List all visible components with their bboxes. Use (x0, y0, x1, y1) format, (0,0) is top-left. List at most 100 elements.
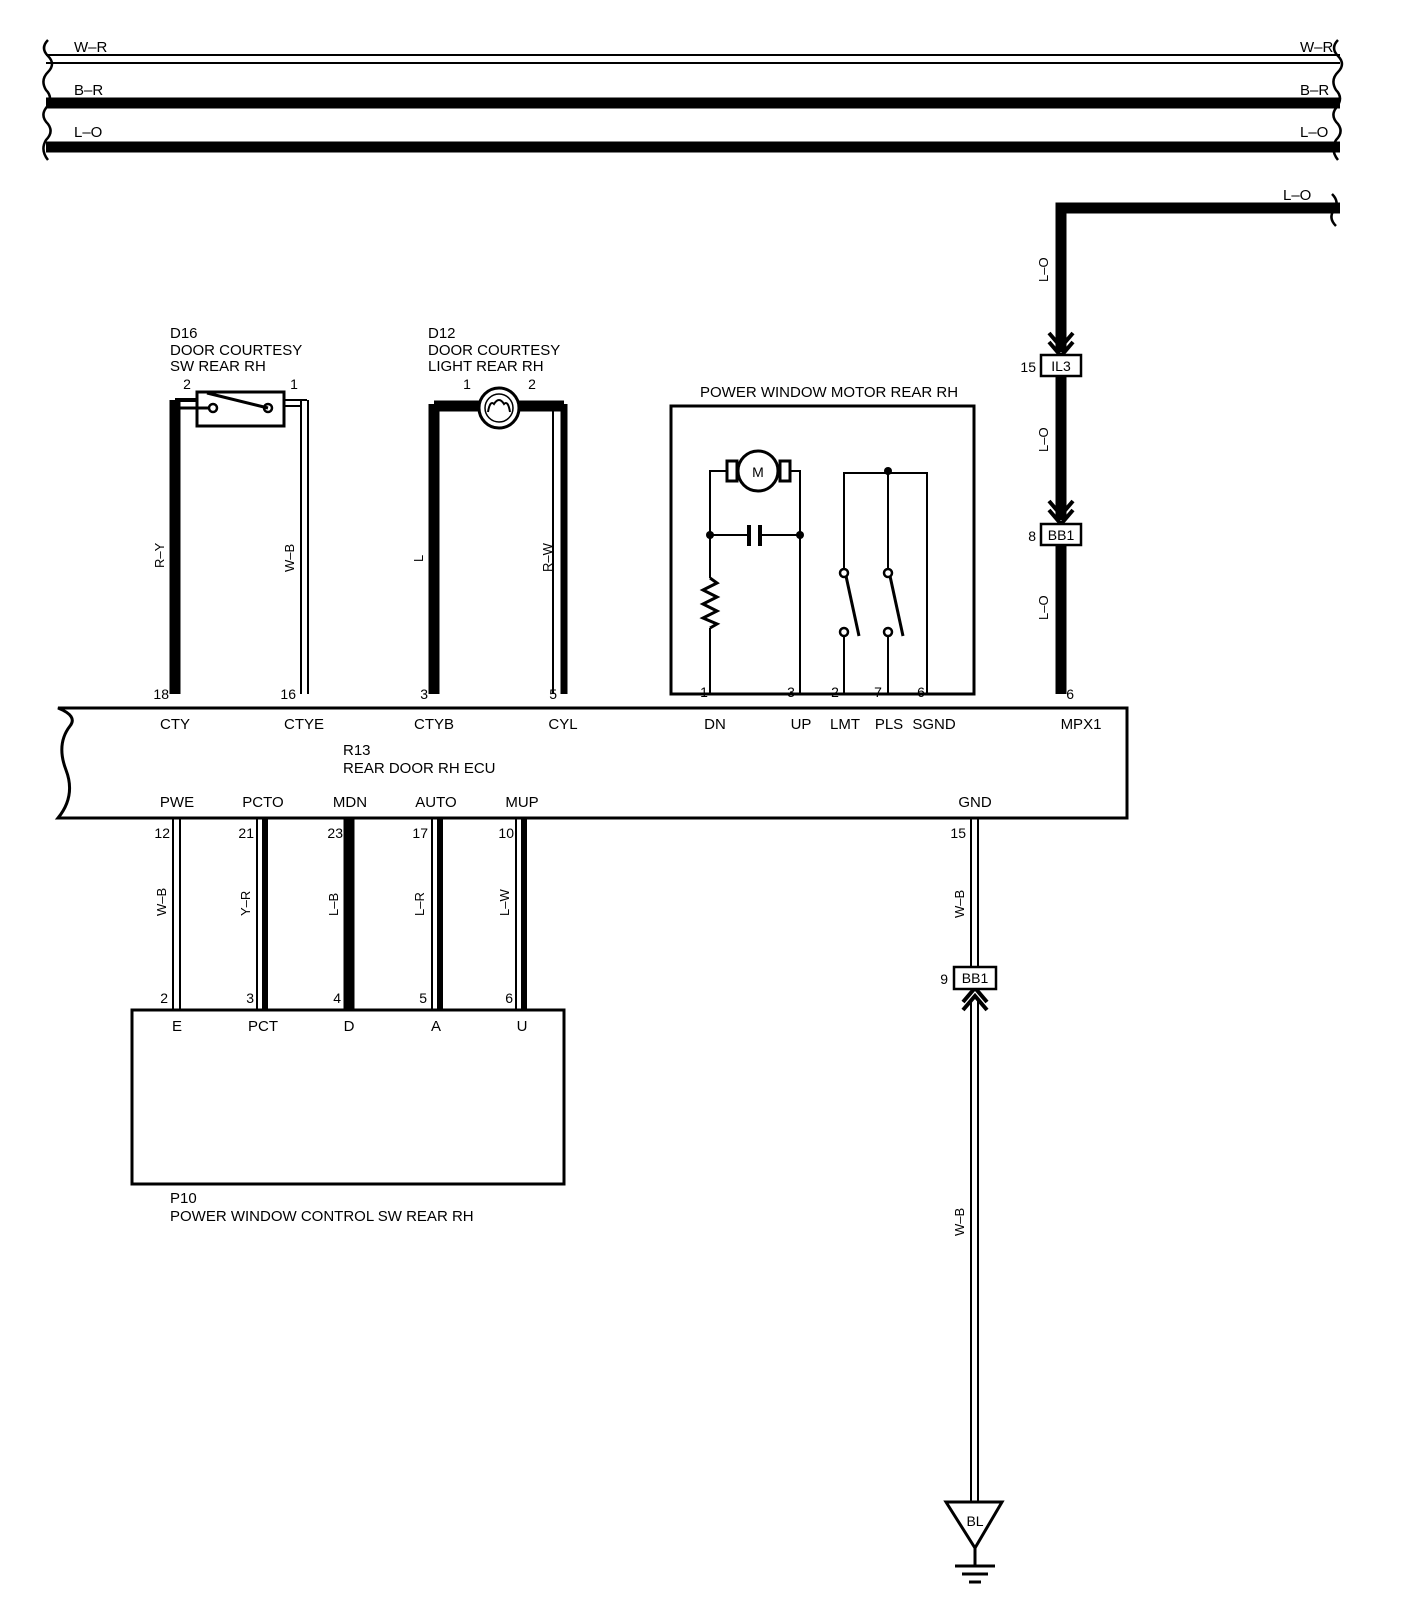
ecu-terminal: UP (791, 716, 812, 733)
wire-color-label: R–Y (152, 542, 167, 568)
ecu-terminal: MPX1 (1061, 716, 1102, 733)
ecu-pin: 3 (420, 686, 428, 702)
ecu-pin: 6 (1066, 686, 1074, 702)
ecu-box (54, 706, 1129, 820)
connector-il3-pin: 15 (1020, 359, 1036, 375)
ecu-pin: 5 (549, 686, 557, 702)
bus-label-right: L–O (1300, 124, 1328, 141)
bus-label-right: B–R (1300, 82, 1329, 99)
bus-label-right: W–R (1300, 39, 1334, 56)
motor-box (669, 404, 976, 696)
bus-label-left: W–R (74, 39, 108, 56)
ecu-terminal: SGND (912, 716, 956, 733)
ecu-terminal: PLS (875, 716, 903, 733)
motor-pin: 2 (831, 684, 839, 700)
ecu-pin: 21 (238, 825, 254, 841)
p10-pin: 2 (160, 990, 168, 1006)
p10-pin: 4 (333, 990, 341, 1006)
d12-wires (428, 404, 568, 694)
p10-name: POWER WINDOW CONTROL SW REAR RH (170, 1208, 474, 1225)
ecu-terminal: MDN (333, 794, 367, 811)
ecu-pin: 18 (153, 686, 169, 702)
motor-title: POWER WINDOW MOTOR REAR RH (700, 384, 958, 401)
ecu-pin: 16 (280, 686, 296, 702)
motor-pin: 6 (917, 684, 925, 700)
bus-wires (42, 39, 1344, 161)
d12-name-line1: DOOR COURTESY (428, 342, 560, 359)
wire-color-label: L (411, 555, 426, 562)
connector-bb1-label: BB1 (1048, 527, 1075, 543)
d16-name-line2: SW REAR RH (170, 358, 266, 375)
ecu-pin: 10 (498, 825, 514, 841)
connector-bb1-pin: 9 (940, 971, 948, 987)
ecu-terminal: CTYE (284, 716, 324, 733)
d16-pin: 2 (183, 376, 191, 392)
ecu-pin: 12 (154, 825, 170, 841)
ecu-terminal: CTY (160, 716, 190, 733)
bus-label-left: B–R (74, 82, 103, 99)
motor-internal-circuit (699, 449, 928, 694)
d12-pin: 1 (463, 376, 471, 392)
p10-pin: 3 (246, 990, 254, 1006)
ecu-terminal: PCTO (242, 794, 283, 811)
ecu-terminal: AUTO (415, 794, 456, 811)
p10-id: P10 (170, 1190, 197, 1207)
ecu-id: R13 (343, 742, 371, 759)
ecu-pin: 17 (412, 825, 428, 841)
motor-pin: 7 (874, 684, 882, 700)
d16-wires (169, 400, 309, 694)
ground-point-label: BL (966, 1513, 983, 1529)
wire-color-label: W–B (952, 890, 967, 918)
d16-switch (175, 390, 307, 428)
wire-color-label: Y–R (238, 891, 253, 916)
branch-label: L–O (1283, 187, 1311, 204)
d12-pin: 2 (528, 376, 536, 392)
wire-color-label: L–O (1036, 595, 1051, 620)
wire-color-label: L–O (1036, 257, 1051, 282)
connector-bb1-box (1039, 522, 1083, 547)
connector-bb1-pin: 8 (1028, 528, 1036, 544)
d16-name-line1: DOOR COURTESY (170, 342, 302, 359)
wire-color-label: R–W (540, 542, 555, 572)
d16-pin: 1 (290, 376, 298, 392)
connector-il3-label: IL3 (1051, 358, 1071, 374)
ecu-terminal: CYL (548, 716, 577, 733)
wire-color-label: W–B (952, 1208, 967, 1236)
wire-color-label: L–R (412, 892, 427, 916)
connector-bb1-box (952, 965, 998, 991)
ecu-terminal: DN (704, 716, 726, 733)
motor-symbol: M (752, 464, 764, 480)
ecu-terminal: PWE (160, 794, 194, 811)
p10-pin: 5 (419, 990, 427, 1006)
ecu-terminal: CTYB (414, 716, 454, 733)
bus-label-left: L–O (74, 124, 102, 141)
p10-terminal: E (172, 1018, 182, 1035)
d12-bulb (434, 386, 564, 430)
wire-color-label: L–O (1036, 427, 1051, 452)
connector-il3-box (1039, 353, 1083, 378)
p10-terminal: U (517, 1018, 528, 1035)
d12-name-line2: LIGHT REAR RH (428, 358, 544, 375)
motor-pin: 3 (787, 684, 795, 700)
lo-branch-wire (1047, 193, 1340, 694)
wire-color-label: L–W (497, 889, 512, 916)
ecu-terminal: MUP (505, 794, 538, 811)
p10-terminal: PCT (248, 1018, 278, 1035)
p10-terminal: A (431, 1018, 441, 1035)
ecu-pin: 15 (950, 825, 966, 841)
ecu-terminal: LMT (830, 716, 860, 733)
p10-box (130, 1008, 566, 1186)
wire-color-label: W–B (282, 544, 297, 572)
connector-bb1-label: BB1 (962, 970, 989, 986)
ecu-terminal: GND (958, 794, 992, 811)
motor-pin: 1 (700, 684, 708, 700)
d12-id: D12 (428, 325, 456, 342)
p10-terminal: D (344, 1018, 355, 1035)
ecu-name: REAR DOOR RH ECU (343, 760, 496, 777)
wire-color-label: L–B (326, 893, 341, 916)
ecu-pin: 23 (327, 825, 343, 841)
p10-pin: 6 (505, 990, 513, 1006)
ground-wire (943, 818, 1005, 1584)
p10-wires (172, 818, 527, 1010)
